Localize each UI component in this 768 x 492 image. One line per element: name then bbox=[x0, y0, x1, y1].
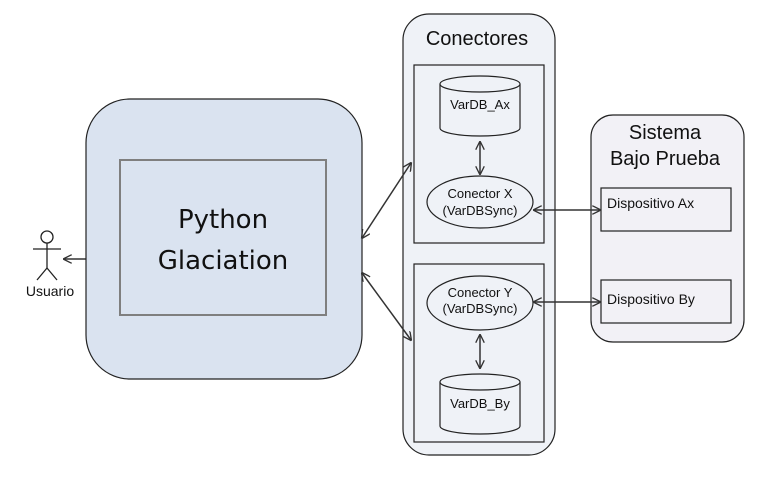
device-b-label: Dispositivo By bbox=[607, 291, 695, 307]
python-glaciation-inner-box bbox=[119, 159, 327, 316]
connector-y-node bbox=[426, 275, 534, 331]
sut-title-line1: Sistema bbox=[629, 122, 702, 144]
python-title-line2: Glaciation bbox=[158, 246, 289, 276]
python-connector-a-arrow bbox=[362, 163, 411, 238]
device-a-box bbox=[600, 187, 732, 232]
connectors-title: Conectores bbox=[426, 28, 528, 50]
connector-y-line1: Conector Y bbox=[448, 285, 513, 300]
python-connector-b-arrow bbox=[362, 273, 411, 340]
connector-x-line1: Conector X bbox=[447, 186, 512, 201]
user-actor-icon bbox=[33, 230, 61, 281]
actor-label: Usuario bbox=[26, 283, 74, 299]
db-b-label: VarDB_By bbox=[450, 396, 510, 411]
connector-y-line2: (VarDBSync) bbox=[443, 301, 518, 316]
db-a-label: VarDB_Ax bbox=[450, 97, 510, 112]
connector-x-node bbox=[426, 175, 534, 229]
connector-x-line2: (VarDBSync) bbox=[443, 203, 518, 218]
device-b-box bbox=[600, 279, 732, 324]
database-icon-varDB-by bbox=[439, 373, 521, 435]
device-a-label: Dispositivo Ax bbox=[607, 195, 694, 211]
database-icon-varDB-ax bbox=[439, 75, 521, 137]
sut-title-line2: Bajo Prueba bbox=[610, 148, 721, 170]
python-title-line1: Python bbox=[178, 205, 268, 235]
